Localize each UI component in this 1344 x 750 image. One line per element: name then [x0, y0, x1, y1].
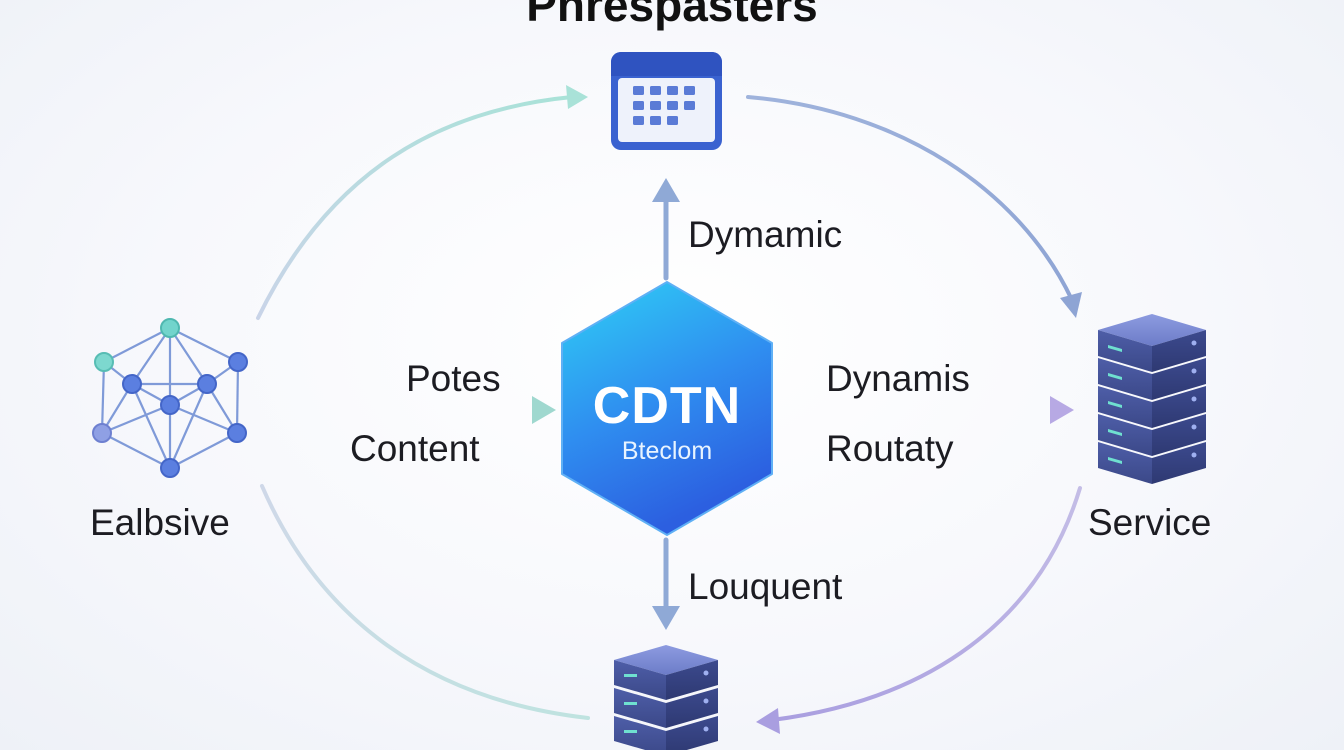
edge-left-to-hub-arrowhead: [532, 396, 556, 424]
arc-right-to-bottom: [770, 486, 1082, 722]
hub-subtitle: Bteclom: [621, 437, 713, 465]
edge-hub-to-bottom-arrowhead: [652, 606, 680, 630]
arc-left-to-bottom: [260, 484, 590, 720]
edge-label-left-to-hub-line1: Potes: [406, 358, 501, 399]
arc-left-to-top: [256, 95, 574, 320]
bottom-server-stack-icon: [614, 645, 718, 750]
edge-label-left-to-hub-line2: Content: [350, 428, 480, 469]
arc-right-to-bottom-arrowhead: [756, 708, 780, 734]
arc-top-to-right: [746, 95, 1074, 302]
arc-left-to-top-arrowhead: [566, 85, 588, 109]
calendar-grid-icon: [611, 52, 722, 150]
hub-title: CDTN: [592, 377, 742, 435]
network-graph-icon: [92, 318, 248, 478]
node-label-left: Ealbsive: [90, 502, 230, 543]
edge-hub-to-top-arrowhead: [652, 178, 680, 202]
node-label-right: Service: [1088, 502, 1212, 543]
hub-hexagon: [561, 281, 773, 536]
edge-label-hub-to-right-line1: Dynamis: [826, 358, 970, 399]
edge-hub-to-right-arrowhead: [1050, 396, 1074, 424]
arc-top-to-right-arrowhead: [1060, 292, 1082, 318]
edge-label-hub-to-right-line2: Routaty: [826, 428, 954, 469]
edge-label-hub-to-bottom: Louquent: [688, 566, 843, 607]
edge-label-hub-to-top: Dymamic: [688, 214, 843, 255]
server-stack-icon: [1098, 314, 1206, 484]
diagram-title: Pnrespasters: [526, 0, 818, 31]
